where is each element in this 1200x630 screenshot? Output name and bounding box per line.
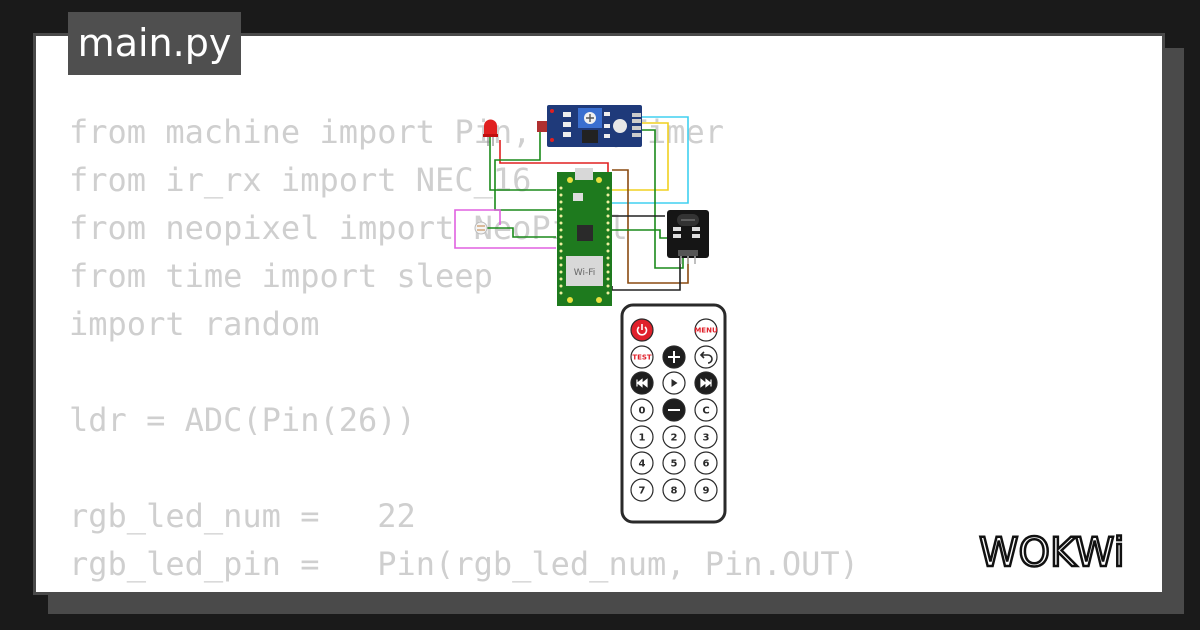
remote-button-label: 2	[671, 433, 678, 444]
filename-tab: main.py	[68, 12, 241, 75]
remote-button-c[interactable]: C	[694, 398, 718, 422]
remote-button-back-arrow[interactable]	[694, 345, 718, 369]
next-icon	[700, 378, 712, 388]
prev-icon	[636, 378, 648, 388]
red-led[interactable]	[483, 119, 498, 146]
remote-button-next[interactable]	[694, 371, 718, 395]
remote-button-2[interactable]: 2	[662, 425, 686, 449]
remote-button-9[interactable]: 9	[694, 478, 718, 502]
plus-icon	[668, 351, 680, 363]
remote-button-label: 8	[671, 486, 678, 497]
remote-button-label: 9	[703, 486, 710, 497]
remote-button-label: 0	[639, 406, 646, 417]
code-line: rgb_led_num = 22	[69, 497, 416, 535]
wire-black	[611, 255, 681, 291]
remote-button-6[interactable]: 6	[694, 451, 718, 475]
remote-button-0[interactable]: 0	[630, 398, 654, 422]
wire-green-led	[489, 135, 556, 191]
remote-button-label: 7	[639, 486, 646, 497]
board-pins	[559, 186, 610, 295]
wire-green-ldr	[487, 227, 556, 238]
wire-cyan	[612, 116, 689, 204]
wokwi-logo-text: WOKWi	[979, 530, 1125, 576]
wire-green-ir	[642, 129, 684, 269]
remote-button-prev[interactable]	[630, 371, 654, 395]
wire-magenta	[454, 209, 556, 249]
code-line: from ir_rx import NEC_16	[69, 161, 532, 199]
code-line: import random	[69, 305, 320, 343]
remote-button-5[interactable]: 5	[662, 451, 686, 475]
remote-button-label: 4	[639, 459, 646, 470]
remote-button-7[interactable]: 7	[630, 478, 654, 502]
board-chip-label: Wi-Fi	[574, 268, 595, 278]
photoresistor[interactable]	[474, 221, 488, 235]
remote-button-3[interactable]: 3	[694, 425, 718, 449]
remote-button-label: 1	[639, 433, 646, 444]
remote-button-1[interactable]: 1	[630, 425, 654, 449]
play-icon	[671, 379, 678, 387]
remote-button-menu[interactable]: MENU	[694, 318, 718, 342]
back-arrow-icon	[699, 351, 713, 364]
remote-button-label: C	[702, 406, 709, 417]
remote-button-label: 5	[671, 459, 678, 470]
wire-green-ir-2	[612, 229, 668, 239]
remote-button-power[interactable]	[630, 318, 654, 342]
power-icon	[636, 324, 648, 336]
remote-button-minus[interactable]	[662, 398, 686, 422]
wire-yellow	[612, 122, 669, 191]
remote-button-label: 3	[703, 433, 710, 444]
remote-button-test[interactable]: TEST	[630, 345, 654, 369]
wire-red	[499, 140, 609, 178]
code-line: rgb_led_pin = Pin(rgb_led_num, Pin.OUT)	[69, 545, 859, 583]
remote-button-play[interactable]	[662, 371, 686, 395]
remote-button-8[interactable]: 8	[662, 478, 686, 502]
ir-remote[interactable]: MENU TEST 0 C 1 2 3 4 5 6 7 8 9	[620, 303, 727, 524]
remote-button-4[interactable]: 4	[630, 451, 654, 475]
wokwi-logo: WOKWi	[978, 529, 1126, 576]
remote-button-plus[interactable]	[662, 345, 686, 369]
remote-button-label: TEST	[632, 354, 652, 362]
code-line: ldr = ADC(Pin(26))	[69, 401, 416, 439]
wire-brown	[612, 169, 689, 284]
remote-button-grid: MENU TEST 0 C 1 2 3 4 5 6 7 8 9	[630, 318, 718, 502]
wires	[454, 116, 689, 291]
ldr-sensor-module[interactable]	[537, 105, 642, 147]
ir-receiver-module[interactable]	[667, 210, 709, 264]
remote-button-label: 6	[703, 459, 710, 470]
pico-w-board[interactable]: Wi-Fi	[557, 168, 612, 306]
remote-button-label: MENU	[694, 327, 718, 335]
wire-green-ldr-module	[494, 129, 556, 211]
code-line: from time import sleep	[69, 257, 493, 295]
